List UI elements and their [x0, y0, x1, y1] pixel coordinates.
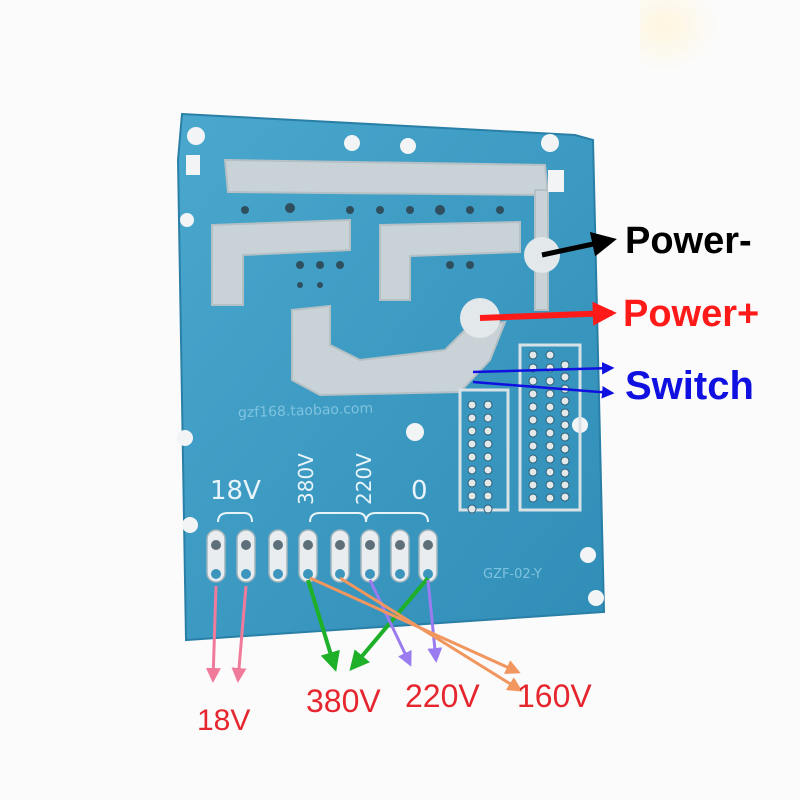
connector-pad	[467, 478, 477, 488]
arrow-160v-2	[339, 576, 523, 692]
connector-pad	[560, 372, 570, 382]
connector-pad	[483, 504, 493, 514]
connector-pad	[528, 376, 538, 386]
connector-pad	[545, 428, 555, 438]
solder-pads	[241, 203, 504, 288]
arrow-380v-1	[306, 579, 340, 672]
connector-pad	[545, 376, 555, 386]
terminal-pin	[298, 529, 318, 583]
connector-pad	[545, 415, 555, 425]
output-label-220v: 220V	[405, 678, 480, 714]
arrow-18v-2	[231, 585, 248, 683]
terminal-braces	[217, 512, 429, 523]
terminal-pin	[418, 529, 438, 583]
power-minus-arrow	[541, 231, 617, 258]
connector-pad	[560, 360, 570, 370]
connector-pad	[528, 428, 538, 438]
callout-switch: Switch	[625, 364, 754, 408]
connector-pad	[545, 480, 555, 490]
connector-pad	[483, 413, 493, 423]
connector-pad	[545, 467, 555, 477]
connector-pad	[560, 468, 570, 478]
connector-pad	[528, 493, 538, 503]
connector-pad	[528, 402, 538, 412]
terminal-label-380v: 380V	[294, 453, 318, 505]
connector-pad	[467, 426, 477, 436]
connector-pad	[528, 389, 538, 399]
connector-pad	[560, 492, 570, 502]
connector-pad	[483, 452, 493, 462]
connector-pad	[467, 400, 477, 410]
output-label-18v: 18V	[197, 704, 251, 737]
connector-pad	[483, 465, 493, 475]
connector-pad	[528, 441, 538, 451]
power-plus-arrow	[479, 301, 617, 326]
connector-pad	[467, 413, 477, 423]
switch-arrow-1	[472, 362, 615, 375]
arrow-18v-1	[205, 585, 221, 683]
connector-pad	[545, 402, 555, 412]
terminal-label-0: 0	[411, 476, 428, 506]
connector-pad	[483, 426, 493, 436]
callout-power-minus: Power-	[625, 220, 752, 262]
connector-pad	[560, 408, 570, 418]
connector-pad	[545, 493, 555, 503]
connector-pad	[545, 441, 555, 451]
terminal-label-220v: 220V	[352, 453, 376, 505]
connector-pad	[560, 444, 570, 454]
connector-pad	[560, 456, 570, 466]
connector-pad	[528, 454, 538, 464]
arrow-220v-2	[426, 579, 443, 663]
board-model-text: GZF-02-Y	[483, 567, 542, 582]
connector-pad	[560, 396, 570, 406]
callout-power-plus: Power+	[623, 293, 760, 335]
connector-pad	[545, 389, 555, 399]
terminal-pin	[236, 529, 256, 583]
terminal-label-18v: 18V	[210, 476, 261, 506]
connector-pad	[467, 491, 477, 501]
connector-pad	[528, 480, 538, 490]
output-label-160v: 160V	[517, 678, 592, 714]
copper-traces	[211, 158, 550, 397]
connector-pad	[528, 350, 538, 360]
terminal-pin	[268, 529, 288, 583]
connector-pad	[467, 465, 477, 475]
connector-pad	[483, 400, 493, 410]
connector-pad	[560, 420, 570, 430]
connector-pad	[483, 478, 493, 488]
connector-pad	[528, 415, 538, 425]
connector-pad	[560, 432, 570, 442]
connector-pad	[528, 467, 538, 477]
terminal-pin	[206, 529, 226, 583]
terminal-pin	[330, 529, 350, 583]
connector-pad	[483, 439, 493, 449]
connector-pad	[545, 350, 555, 360]
terminal-pin	[390, 529, 410, 583]
terminal-pin	[360, 529, 380, 583]
output-label-380v: 380V	[306, 683, 381, 719]
connector-pad	[483, 491, 493, 501]
connector-pad	[560, 480, 570, 490]
connector-pad	[545, 454, 555, 464]
connector-pad	[467, 452, 477, 462]
connector-pad	[467, 439, 477, 449]
arrow-220v-1	[368, 579, 412, 667]
connector-pad	[467, 504, 477, 514]
switch-arrow-2	[472, 380, 615, 399]
